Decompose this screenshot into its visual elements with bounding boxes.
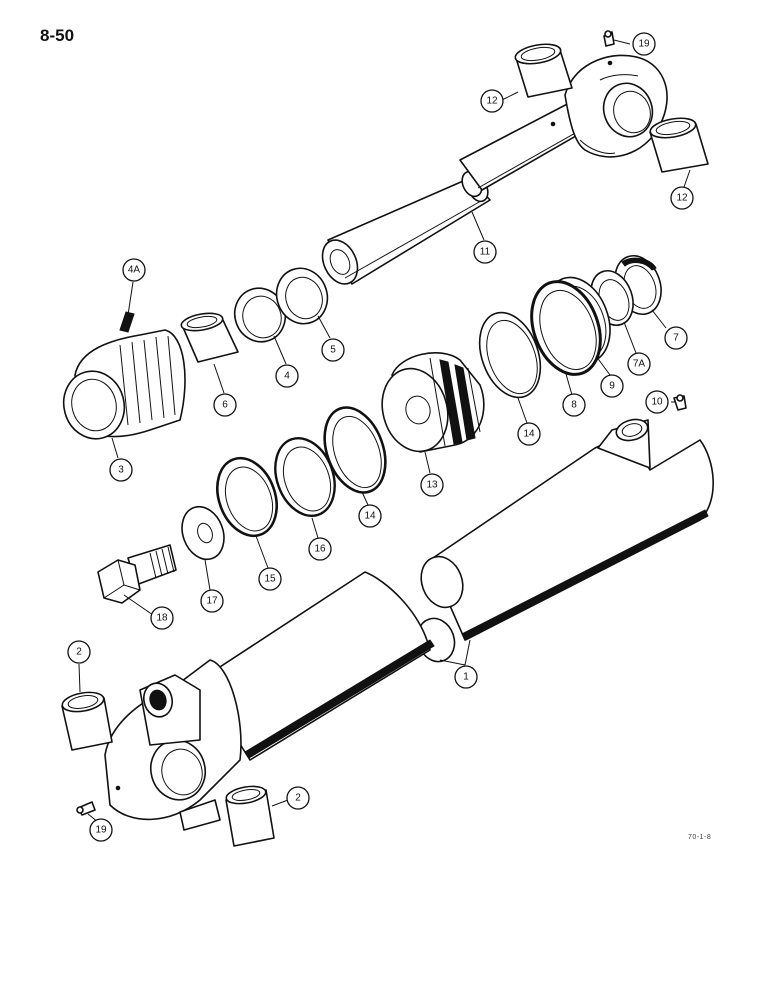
callout-label: 4 [284, 371, 290, 382]
grease-fitting-10 [673, 394, 687, 411]
callout-3: 3 [109, 458, 133, 482]
bushing-lower [649, 117, 709, 173]
callout-label: 11 [480, 247, 491, 258]
callout-label: 1 [463, 672, 469, 683]
callout-16: 16 [308, 537, 332, 561]
callout-label: 7A [633, 359, 646, 370]
callout-19-base: 19 [89, 818, 113, 842]
leader-lines [78, 39, 691, 827]
callout-label: 3 [118, 465, 124, 476]
callout-6: 6 [213, 393, 237, 417]
callout-label: 13 [426, 480, 438, 491]
drawing-reference-code: 70-1-8 [688, 834, 712, 841]
callout-label: 10 [651, 397, 663, 408]
bushing-upper [514, 43, 573, 98]
callout-label: 15 [264, 574, 276, 585]
callout-label: 18 [156, 613, 168, 624]
callout-label: 14 [364, 511, 376, 522]
callout-label: 6 [222, 400, 228, 411]
callout-2-left: 2 [67, 640, 91, 664]
callout-label: 9 [609, 381, 615, 392]
callout-10: 10 [645, 390, 669, 414]
seal-5 [275, 267, 329, 325]
callout-label: 14 [523, 429, 535, 440]
callout-12-upper: 12 [480, 89, 504, 113]
ring-14-lower [323, 406, 387, 494]
callout-14-lower: 14 [358, 504, 382, 528]
callout-label: 2 [76, 647, 82, 658]
bushing-base-right [225, 785, 275, 847]
callout-label: 12 [676, 193, 688, 204]
piston-rod [321, 54, 668, 285]
callout-label: 4A [128, 265, 141, 276]
wear-ring-6 [180, 312, 239, 363]
callout-11: 11 [473, 240, 497, 264]
callout-1: 1 [454, 665, 478, 689]
callout-12-lower: 12 [670, 186, 694, 210]
ring-16 [274, 437, 336, 517]
callout-label: 5 [330, 345, 336, 356]
callout-15: 15 [258, 567, 282, 591]
cylinder-barrel [104, 418, 714, 831]
piston [381, 352, 485, 453]
callout-label: 16 [314, 544, 326, 555]
grease-fitting-base [76, 801, 96, 816]
callout-label: 17 [206, 596, 218, 607]
callout-4: 4 [275, 364, 299, 388]
grease-fitting-top [603, 30, 615, 47]
callout-7a: 7A [627, 352, 651, 376]
washer-17 [181, 505, 225, 561]
page-number: 8-50 [40, 26, 75, 45]
ring-14-upper [478, 311, 542, 399]
callout-18: 18 [150, 606, 174, 630]
piston-seal-8 [530, 280, 602, 376]
callout-14-upper: 14 [517, 422, 541, 446]
callout-label: 19 [95, 825, 107, 836]
callout-8: 8 [562, 393, 586, 417]
callout-13: 13 [420, 473, 444, 497]
callout-label: 7 [673, 333, 679, 344]
callout-label: 8 [571, 400, 577, 411]
callout-17: 17 [200, 589, 224, 613]
ring-15 [216, 456, 278, 538]
callout-label: 19 [638, 39, 650, 50]
callout-label: 2 [295, 793, 301, 804]
callout-label: 12 [486, 96, 498, 107]
callout-9: 9 [600, 374, 624, 398]
callout-7: 7 [664, 326, 688, 350]
callout-19-top: 19 [632, 32, 656, 56]
callout-5: 5 [321, 338, 345, 362]
callout-2-right: 2 [286, 786, 310, 810]
cylinder-head [62, 311, 186, 440]
callout-4a: 4A [122, 258, 146, 282]
bolt-18 [97, 544, 177, 604]
bushing-base-left [61, 691, 113, 751]
